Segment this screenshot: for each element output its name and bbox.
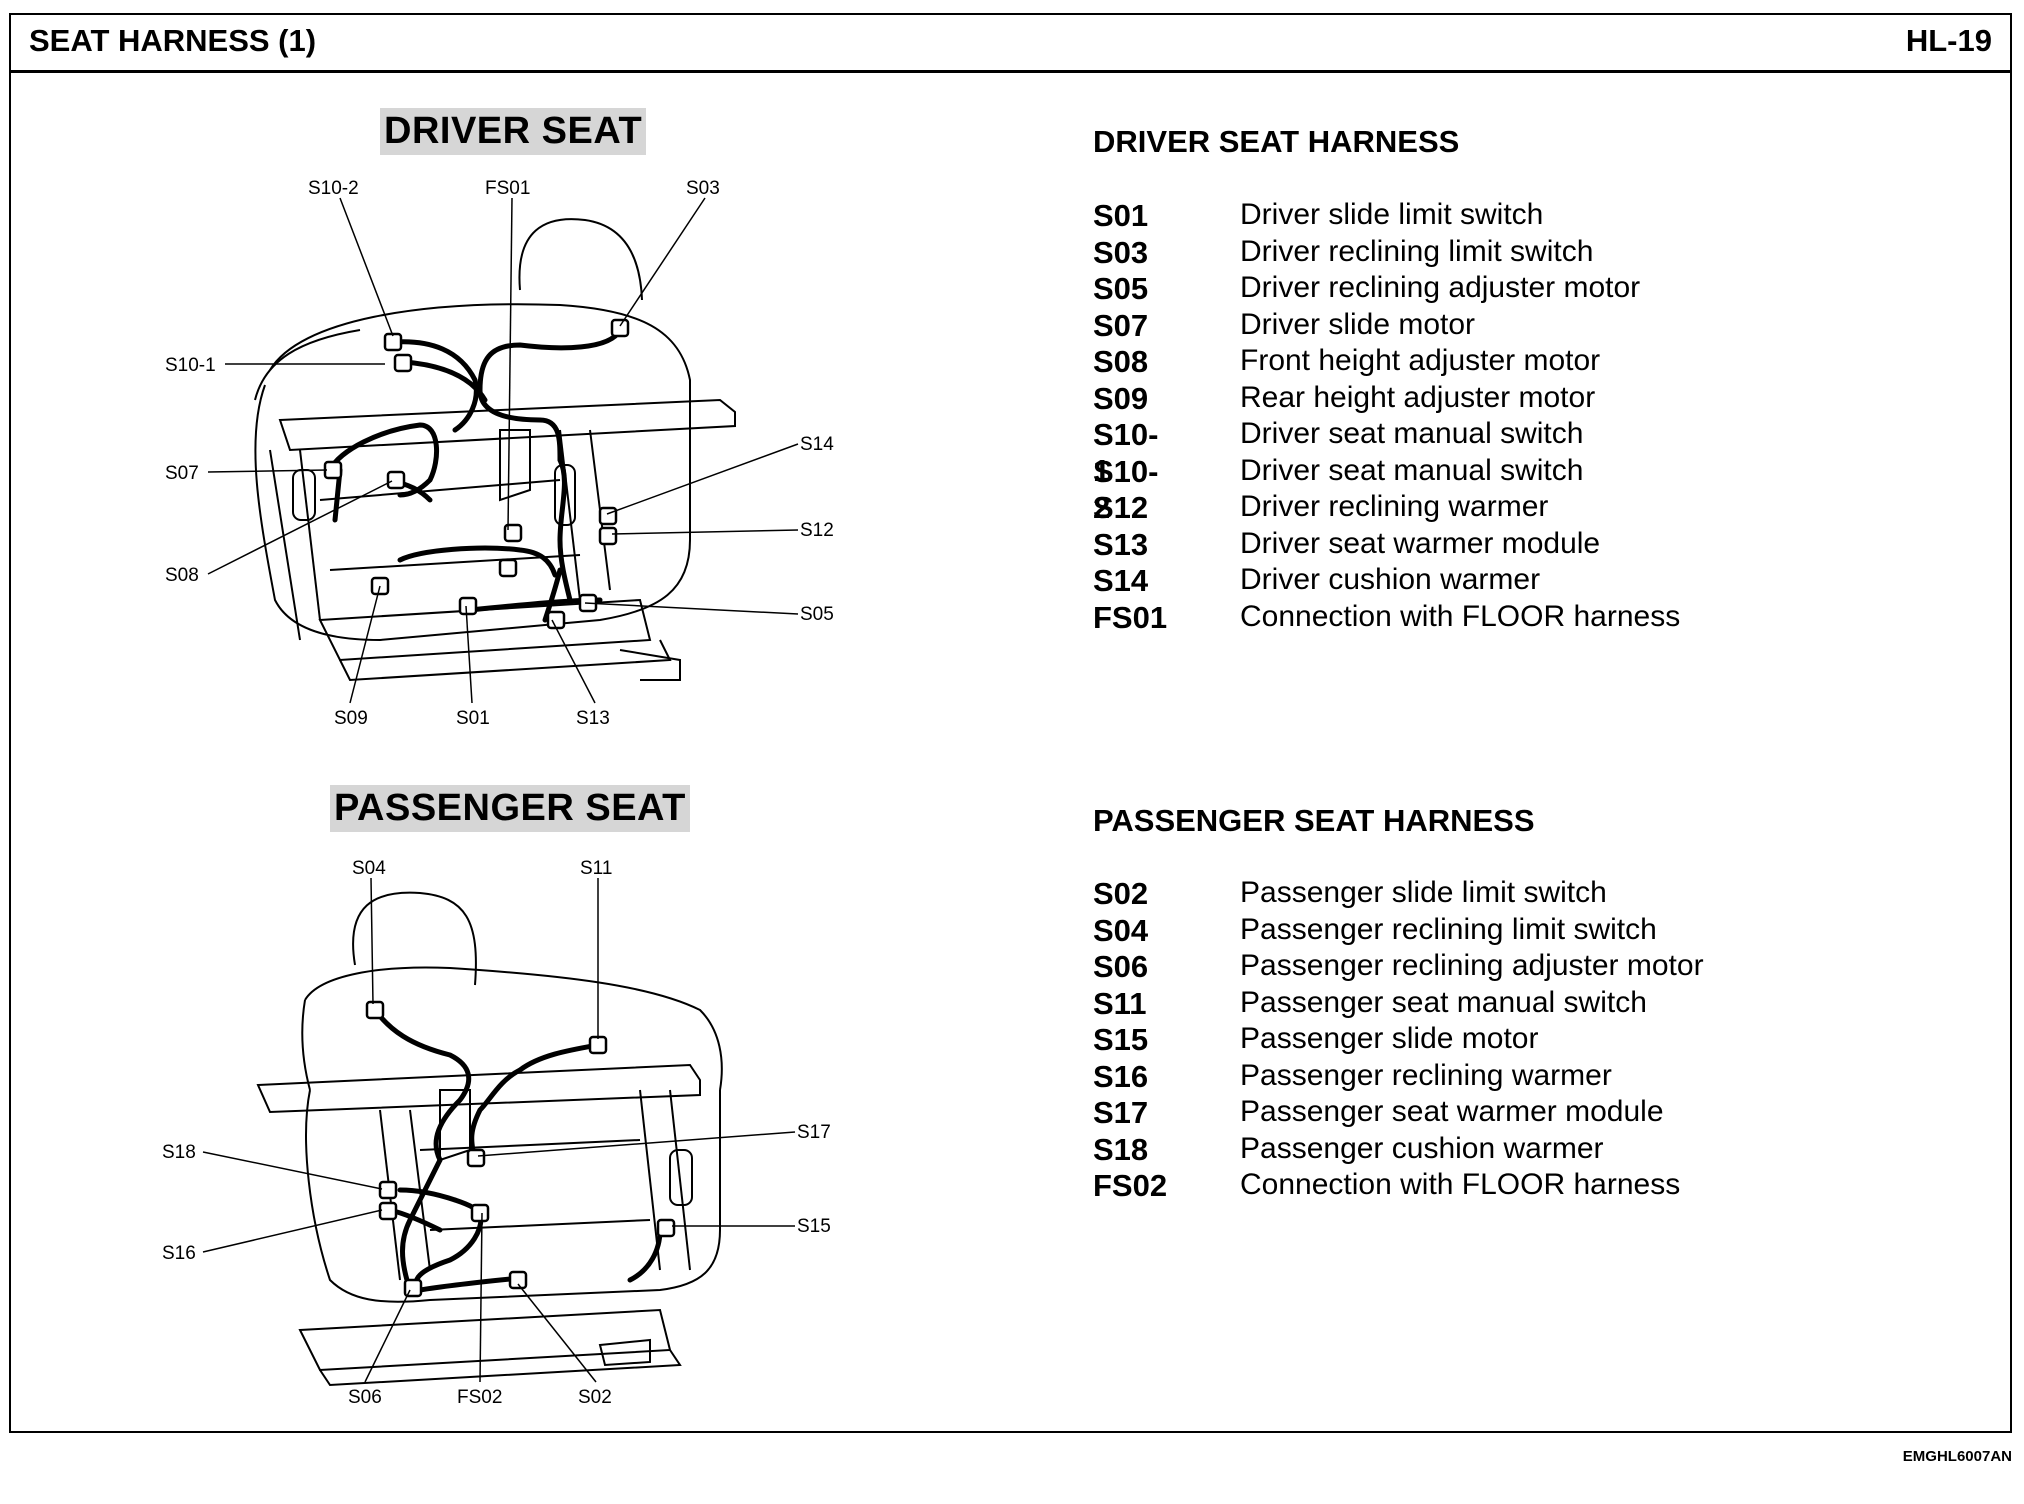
legend-code: FS02 bbox=[1093, 1168, 1168, 1203]
passenger-seat-illustration bbox=[256, 891, 723, 1387]
driver-connectors bbox=[323, 318, 630, 630]
legend-description: Connection with FLOOR harness bbox=[1240, 1168, 1681, 1201]
callout-s09: S09 bbox=[334, 708, 368, 729]
legend-description: Driver reclining limit switch bbox=[1240, 234, 1594, 268]
page-frame bbox=[9, 13, 2012, 1433]
driver-harness-title: DRIVER SEAT HARNESS bbox=[1093, 124, 1460, 159]
legend-description: Driver slide limit switch bbox=[1240, 198, 1544, 231]
legend-code: S10-1 bbox=[1093, 417, 1159, 488]
callout-s15: S15 bbox=[797, 1216, 831, 1237]
legend-description: Passenger slide limit switch bbox=[1240, 876, 1607, 909]
legend-description: Passenger cushion warmer bbox=[1240, 1131, 1604, 1165]
legend-description: Connection with FLOOR harness bbox=[1240, 599, 1681, 633]
callout-s02: S02 bbox=[578, 1387, 612, 1408]
callout-s05: S05 bbox=[800, 604, 834, 625]
legend-code: S11 bbox=[1093, 985, 1147, 1021]
passenger-harness-title: PASSENGER SEAT HARNESS bbox=[1093, 803, 1535, 838]
legend-code: S14 bbox=[1093, 563, 1149, 598]
legend-description: Front height adjuster motor bbox=[1240, 344, 1601, 377]
legend-code: S07 bbox=[1093, 307, 1149, 343]
legend-description: Passenger slide motor bbox=[1240, 1022, 1539, 1055]
callout-fs02: FS02 bbox=[457, 1387, 502, 1408]
callout-s18: S18 bbox=[162, 1142, 196, 1163]
legend-description: Driver reclining adjuster motor bbox=[1240, 271, 1641, 304]
legend-description: Rear height adjuster motor bbox=[1240, 380, 1596, 414]
callout-s13: S13 bbox=[576, 708, 610, 729]
legend-description: Driver cushion warmer bbox=[1240, 563, 1541, 596]
callout-s01: S01 bbox=[456, 708, 490, 729]
legend-code: S17 bbox=[1093, 1095, 1149, 1130]
callout-s17: S17 bbox=[797, 1122, 831, 1143]
legend-code: S09 bbox=[1093, 380, 1149, 416]
legend-description: Driver seat manual switch bbox=[1240, 453, 1584, 487]
legend-code: S12 bbox=[1093, 490, 1149, 525]
callout-s10-1: S10-1 bbox=[165, 355, 216, 376]
callout-s07: S07 bbox=[165, 463, 199, 484]
callout-s14: S14 bbox=[800, 434, 834, 455]
callout-s04: S04 bbox=[352, 858, 386, 879]
legend-description: Driver slide motor bbox=[1240, 307, 1476, 341]
page-header: SEAT HARNESS (1) HL-19 bbox=[9, 13, 2012, 73]
passenger-leader-lines bbox=[202, 877, 796, 1383]
callout-s08: S08 bbox=[165, 565, 199, 586]
legend-description: Driver seat warmer module bbox=[1240, 526, 1601, 560]
passenger-harness-wires bbox=[372, 1007, 663, 1293]
legend-code: S18 bbox=[1093, 1131, 1149, 1167]
legend-description: Passenger reclining warmer bbox=[1240, 1058, 1612, 1092]
document-code: EMGHL6007AN bbox=[1902, 1448, 2012, 1465]
page-number: HL-19 bbox=[1905, 23, 1992, 58]
legend-code: S02 bbox=[1093, 876, 1149, 911]
legend-code: FS01 bbox=[1093, 599, 1168, 635]
legend-description: Passenger reclining limit switch bbox=[1240, 912, 1657, 946]
passenger-seat-title: PASSENGER SEAT bbox=[330, 785, 690, 832]
callout-s03: S03 bbox=[686, 178, 720, 199]
callout-fs01: FS01 bbox=[485, 178, 530, 199]
section-title: SEAT HARNESS (1) bbox=[29, 23, 317, 58]
legend-code: S05 bbox=[1093, 271, 1149, 306]
legend-code: S03 bbox=[1093, 234, 1149, 270]
legend-code: S06 bbox=[1093, 949, 1149, 984]
legend-description: Driver seat manual switch bbox=[1240, 417, 1584, 450]
callout-s12: S12 bbox=[800, 520, 834, 541]
legend-description: Passenger seat warmer module bbox=[1240, 1095, 1664, 1128]
callout-s16: S16 bbox=[162, 1243, 196, 1264]
legend-code: S10-2 bbox=[1093, 453, 1159, 525]
callout-s11: S11 bbox=[580, 858, 612, 879]
passenger-connectors bbox=[365, 1000, 676, 1298]
callout-s06: S06 bbox=[348, 1387, 382, 1408]
legend-description: Passenger seat manual switch bbox=[1240, 985, 1647, 1019]
driver-seat-illustration bbox=[254, 218, 736, 682]
legend-code: S01 bbox=[1093, 198, 1149, 233]
legend-code: S16 bbox=[1093, 1058, 1149, 1094]
legend-code: S04 bbox=[1093, 912, 1149, 948]
legend-code: S13 bbox=[1093, 526, 1149, 562]
callout-s10-2: S10-2 bbox=[308, 178, 359, 199]
legend-description: Driver reclining warmer bbox=[1240, 490, 1549, 523]
legend-code: S08 bbox=[1093, 344, 1149, 379]
driver-leader-lines bbox=[207, 197, 799, 704]
legend-description: Passenger reclining adjuster motor bbox=[1240, 949, 1704, 982]
legend-code: S15 bbox=[1093, 1022, 1149, 1057]
driver-seat-title: DRIVER SEAT bbox=[380, 108, 647, 155]
